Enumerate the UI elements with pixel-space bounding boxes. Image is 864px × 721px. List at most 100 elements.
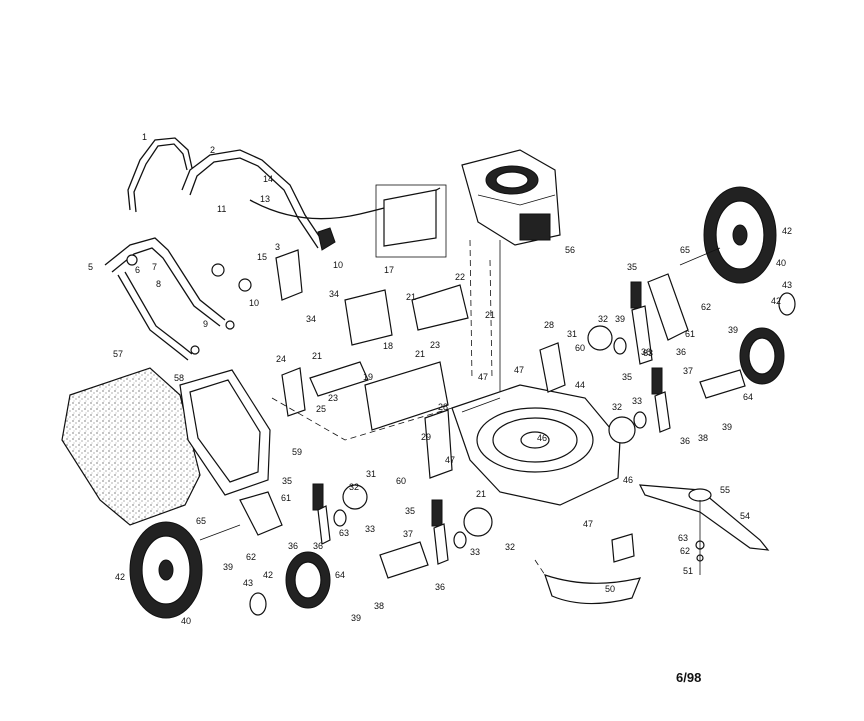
callout-63: 63 [643,348,653,358]
callout-42: 42 [782,226,792,236]
guide-line [534,559,546,576]
callout-40: 40 [776,258,786,268]
mulch-plate [544,574,641,605]
callout-63: 63 [339,528,349,538]
callout-25: 25 [316,404,326,414]
adjuster-handle [630,281,642,309]
callout-18: 18 [383,341,393,351]
callout-36: 36 [288,541,298,551]
rod-25 [309,361,369,397]
callout-33: 33 [470,547,480,557]
bracket-24 [281,367,306,417]
callout-42: 42 [115,572,125,582]
callout-42: 42 [263,570,273,580]
callout-40: 40 [181,616,191,626]
callout-64: 64 [335,570,345,580]
control-clip [317,227,336,251]
callout-61: 61 [281,493,291,503]
engine [461,149,561,246]
callout-43: 43 [782,280,792,290]
callout-21: 21 [485,310,495,320]
date-code: 6/98 [676,670,701,685]
callout-10: 10 [333,260,343,270]
callout-62: 62 [701,302,711,312]
callout-56: 56 [565,245,575,255]
callout-7: 7 [152,262,157,272]
callout-21: 21 [415,349,425,359]
grass-bag [61,367,201,526]
callout-9: 9 [203,319,208,329]
handle-knob [238,278,252,292]
callout-10: 10 [249,298,259,308]
axle-bolt-sleeve [699,369,746,399]
callout-32: 32 [612,402,622,412]
axle-line [199,524,241,541]
axle-bolt-sleeve [379,541,429,579]
callout-58: 58 [174,373,184,383]
callout-15: 15 [257,252,267,262]
callout-39: 39 [615,314,625,324]
callout-64: 64 [743,392,753,402]
callout-36: 36 [313,541,323,551]
hubcap [778,292,796,316]
callout-55: 55 [720,485,730,495]
callout-34: 34 [306,314,316,324]
callout-22: 22 [455,272,465,282]
callout-32: 32 [505,542,515,552]
callout-36: 36 [435,582,445,592]
callout-60: 60 [575,343,585,353]
callout-35: 35 [622,372,632,382]
mower-deck [451,384,621,506]
callout-36: 36 [680,436,690,446]
callout-21: 21 [312,351,322,361]
callout-39: 39 [722,422,732,432]
callout-63: 63 [678,533,688,543]
callout-42: 42 [771,296,781,306]
callout-6: 6 [135,265,140,275]
throttle-plate [383,189,437,247]
callout-1: 1 [142,132,147,142]
callout-24: 24 [276,354,286,364]
adjuster-arm [317,505,331,545]
adjuster-arm [433,523,449,565]
callout-38: 38 [698,433,708,443]
callout-47: 47 [514,365,524,375]
callout-8: 8 [156,279,161,289]
callout-33: 33 [365,524,375,534]
callout-44: 44 [575,380,585,390]
wheel-bracket [239,491,283,536]
callout-21: 21 [406,292,416,302]
callout-62: 62 [246,552,256,562]
height-adjuster-plate [539,342,566,393]
engine-label-detail-box [375,184,447,258]
cable-bracket [275,249,303,301]
front-wheel-right [739,327,785,385]
callout-39: 39 [223,562,233,572]
handle-bolt [225,320,235,330]
callout-38: 38 [374,601,384,611]
bag-frame-inner [189,379,261,483]
height-adjuster-plate [424,409,453,479]
handle-bolt [190,345,200,355]
front-wheel-left [285,551,331,609]
callout-19: 19 [363,372,373,382]
drive-bracket [344,289,393,346]
rear-skirt [364,361,449,431]
callout-47: 47 [445,455,455,465]
callout-21: 21 [476,489,486,499]
callout-33: 33 [632,396,642,406]
gear [587,325,613,351]
gear [342,484,368,510]
adjuster-handle [651,367,663,395]
callout-31: 31 [567,329,577,339]
deflector [611,533,635,563]
callout-50: 50 [605,584,615,594]
callout-13: 13 [260,194,270,204]
callout-34: 34 [329,289,339,299]
callout-47: 47 [583,519,593,529]
callout-37: 37 [403,529,413,539]
callout-65: 65 [196,516,206,526]
callout-61: 61 [685,329,695,339]
